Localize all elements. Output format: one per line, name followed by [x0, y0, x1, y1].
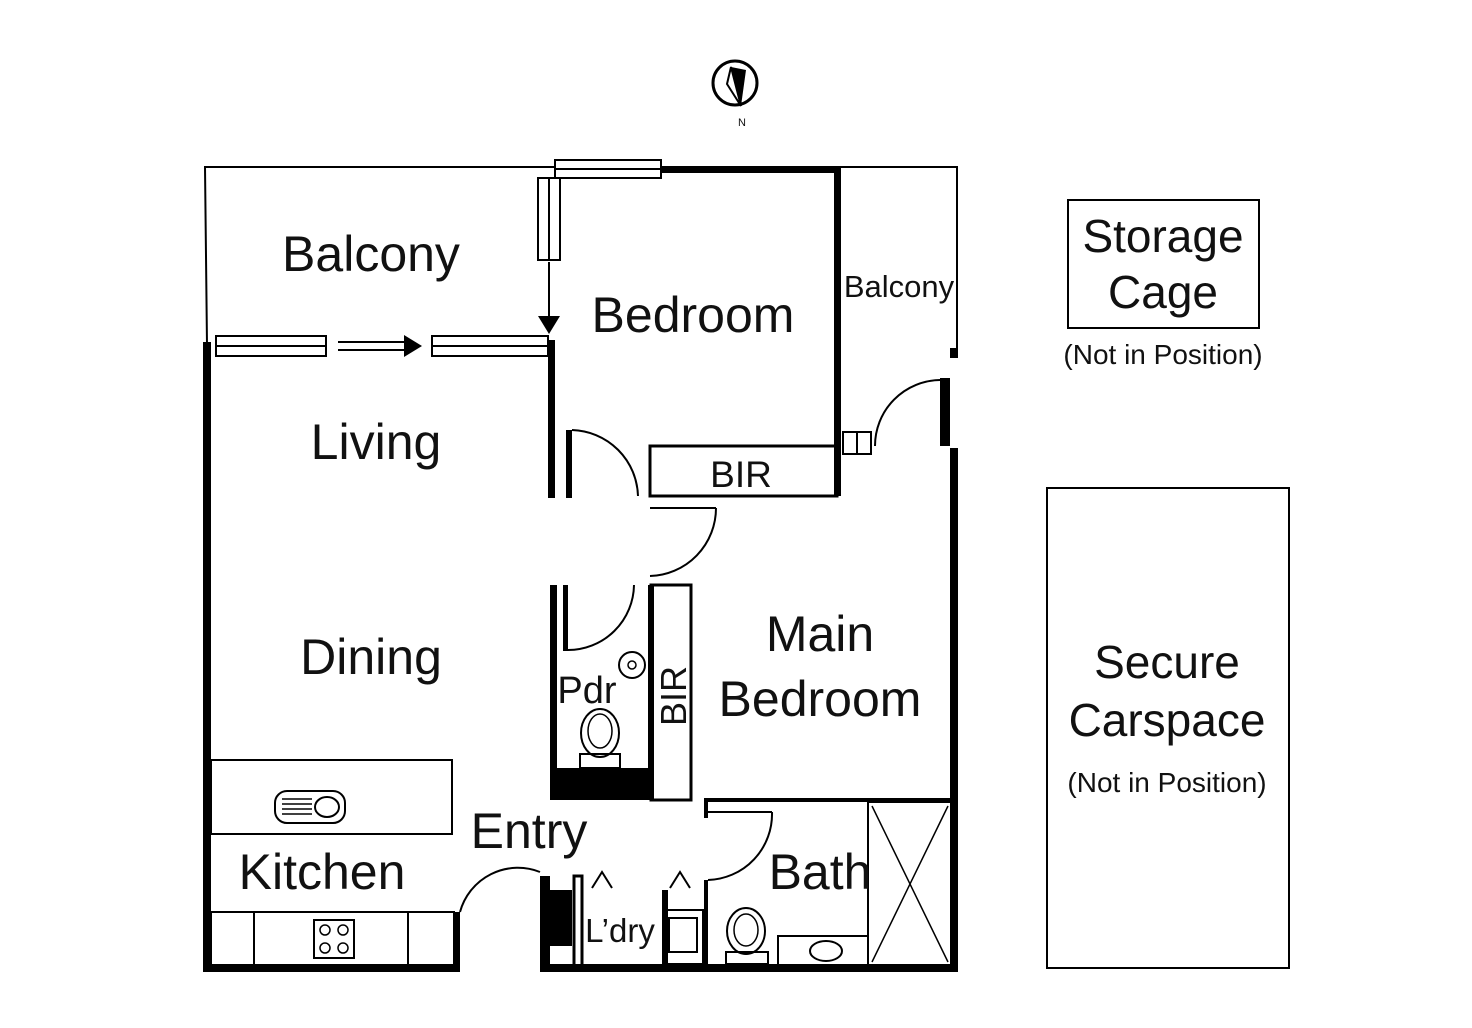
kitchen-label: Kitchen	[239, 844, 406, 900]
secure-carspace: Secure Carspace (Not in Position)	[1046, 487, 1290, 969]
sliding-doors	[215, 159, 872, 455]
bath-label: Bath	[769, 844, 872, 900]
room-labels: Balcony Balcony Bedroom BIR Living Dinin…	[239, 226, 955, 949]
balcony-outlines	[203, 166, 958, 348]
main-bedroom-label-line2: Bedroom	[719, 671, 922, 727]
balcony-label: Balcony	[282, 226, 460, 282]
arrow-right-icon	[404, 335, 422, 357]
dining-label: Dining	[300, 629, 442, 685]
bir-upper-label: BIR	[710, 454, 772, 495]
living-label: Living	[311, 414, 442, 470]
main-bedroom-label-line1: Main	[766, 606, 874, 662]
toilet-icon	[725, 907, 769, 965]
basin-icon	[618, 651, 646, 679]
tap-icon	[591, 870, 613, 889]
arrow-down-icon	[538, 316, 560, 334]
carspace-label-line2: Carspace	[1069, 694, 1266, 746]
shower-icon	[867, 801, 953, 967]
door-swings	[459, 379, 941, 913]
vanity-basin-icon	[777, 935, 869, 967]
laundry-label: L’dry	[585, 912, 655, 949]
storage-cage: Storage Cage (Not in Position)	[1063, 199, 1263, 370]
kitchen-sink-icon	[274, 790, 346, 824]
storage-note: (Not in Position)	[1063, 339, 1262, 370]
bir-lower-label: BIR	[653, 666, 694, 726]
compass-icon: N	[711, 59, 759, 129]
bedroom-label: Bedroom	[592, 287, 795, 343]
storage-label-line1: Storage	[1082, 210, 1243, 262]
tap-icon	[669, 870, 691, 889]
cooktop-icon	[313, 919, 355, 959]
compass-north-label: N	[738, 117, 746, 129]
fixtures	[274, 651, 953, 967]
toilet-icon	[579, 708, 621, 769]
storage-label-line2: Cage	[1108, 266, 1218, 318]
entry-label: Entry	[471, 803, 588, 859]
carspace-note: (Not in Position)	[1067, 767, 1266, 798]
carspace-label-line1: Secure	[1094, 636, 1240, 688]
walls	[203, 166, 958, 972]
washing-machine-icon	[662, 909, 704, 965]
pdr-label: Pdr	[557, 670, 616, 712]
balcony-side-label: Balcony	[844, 269, 955, 304]
